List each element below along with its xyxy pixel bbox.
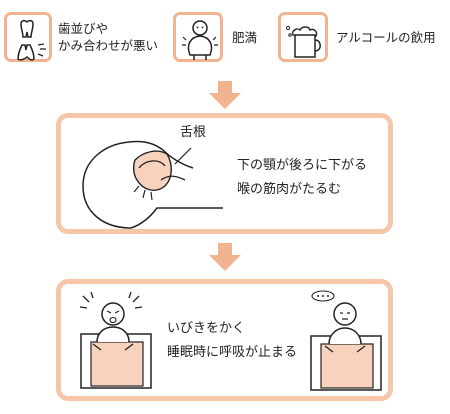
down-arrow-icon [209,81,241,109]
teeth-icon [17,19,46,61]
cause-label-alcohol: アルコールの飲用 [336,29,436,46]
down-arrow-icon [209,243,241,271]
symptoms-text: いびきをかく 睡眠時に呼吸が止まる [167,317,297,365]
apnea-sleeper-icon [310,290,382,391]
cause-mechanism-panel: 舌根 下の顎が後ろに下がる 喉の筋肉がたるむ [56,113,393,234]
cause-alcohol-line1: アルコールの飲用 [336,30,436,45]
symptom-line2: 睡眠時に呼吸が止まる [167,345,298,360]
tongue-root-callout: 舌根 [180,125,207,140]
snoring-sleeper-icon [79,292,152,389]
mechanism-line2: 喉の筋肉がたるむ [237,182,342,197]
obese-person-icon-box [173,12,223,62]
symptom-line1: いびきをかく [167,321,246,336]
cause-teeth-line1: 歯並びや [58,21,109,36]
symptoms-panel: いびきをかく 睡眠時に呼吸が止まる [56,279,393,401]
beer-mug-icon [285,25,321,58]
cause-label-teeth: 歯並びや かみ合わせが悪い [58,20,158,54]
mechanism-line1: 下の顎が後ろに下がる [237,158,368,173]
throat-cross-section-icon [82,140,223,229]
cause-teeth-line2: かみ合わせが悪い [58,38,159,53]
mechanism-text: 下の顎が後ろに下がる 喉の筋肉がたるむ [237,154,367,202]
obese-person-icon [182,20,218,60]
beer-mug-icon-box [278,12,328,62]
teeth-icon-box [4,12,52,62]
cause-label-obesity: 肥満 [232,29,257,46]
cause-obesity-line1: 肥満 [232,30,258,45]
